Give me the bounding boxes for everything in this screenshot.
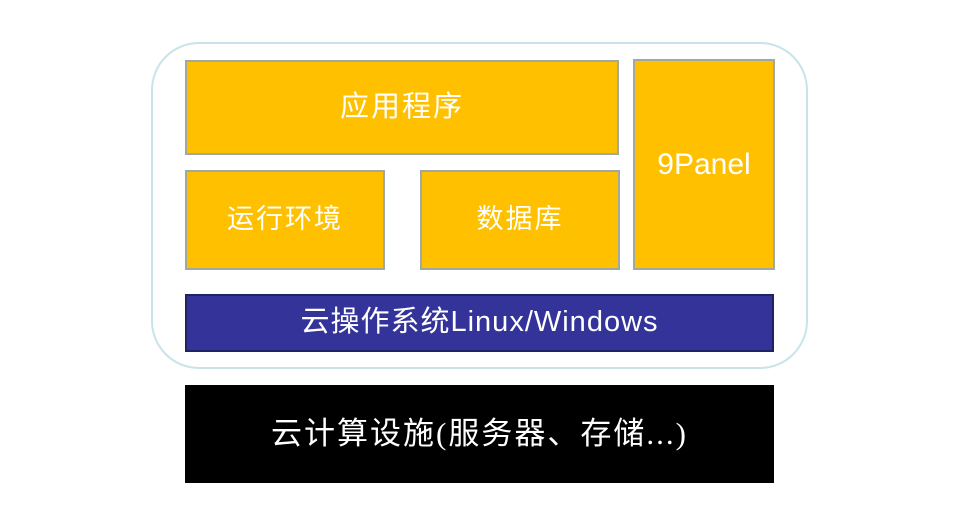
application-box: 应用程序 bbox=[185, 60, 619, 155]
runtime-box: 运行环境 bbox=[185, 170, 385, 270]
infrastructure-label: 云计算设施(服务器、存储...) bbox=[271, 415, 688, 451]
runtime-label: 运行环境 bbox=[227, 204, 343, 235]
infrastructure-bar: 云计算设施(服务器、存储...) bbox=[185, 385, 774, 483]
panel-box: 9Panel bbox=[633, 59, 775, 270]
database-label: 数据库 bbox=[476, 204, 564, 235]
database-box: 数据库 bbox=[420, 170, 620, 270]
panel-label: 9Panel bbox=[657, 148, 751, 181]
platform-container-outline bbox=[151, 42, 808, 369]
cloud-os-bar: 云操作系统Linux/Windows bbox=[185, 294, 774, 352]
application-label: 应用程序 bbox=[339, 90, 464, 123]
cloud-os-label: 云操作系统Linux/Windows bbox=[300, 306, 659, 339]
